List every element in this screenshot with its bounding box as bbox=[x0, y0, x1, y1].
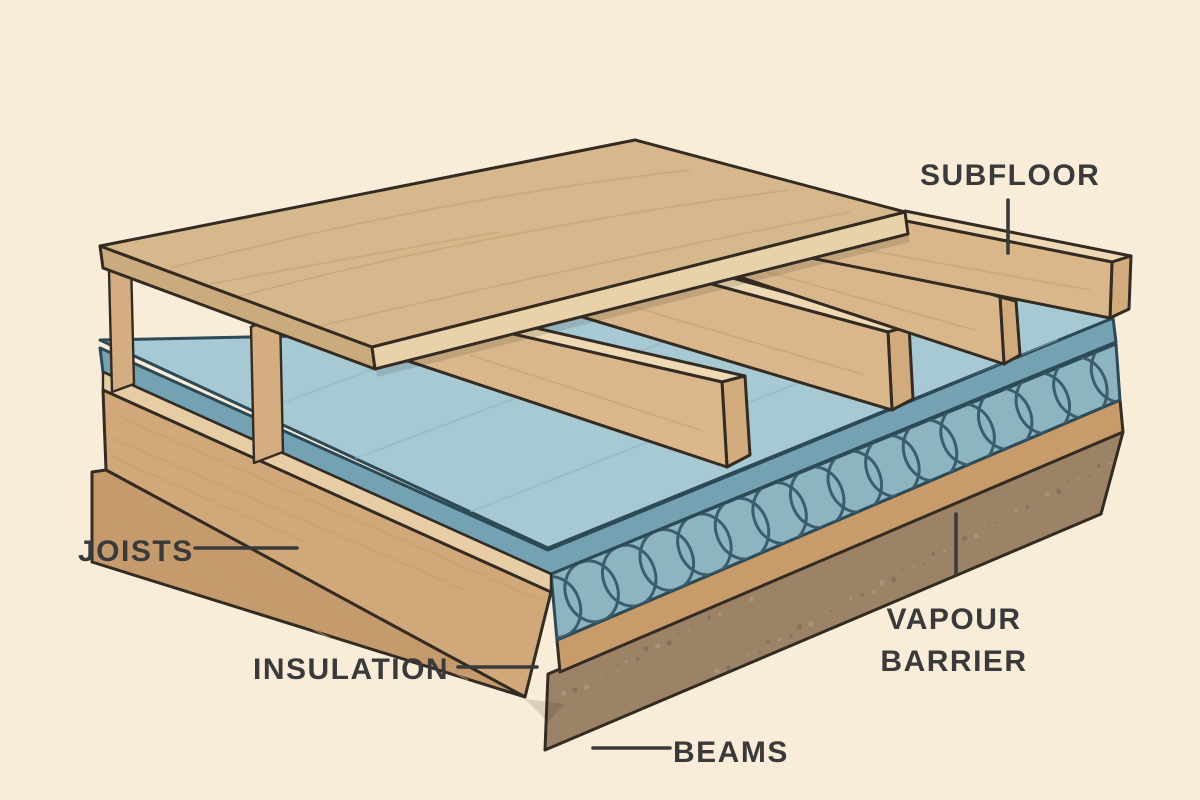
slab-speckle bbox=[572, 687, 578, 693]
slab-speckle bbox=[758, 651, 761, 654]
slab-speckle bbox=[593, 676, 596, 679]
slab-speckle bbox=[829, 609, 832, 613]
slab-speckle bbox=[624, 659, 629, 664]
slab-speckle bbox=[643, 646, 649, 652]
slab-speckle bbox=[1025, 505, 1030, 509]
slab-speckle bbox=[766, 640, 770, 645]
joist-board-1 bbox=[370, 315, 752, 469]
slab-speckle bbox=[900, 568, 904, 571]
slab-speckle bbox=[890, 576, 897, 583]
slab-speckle bbox=[714, 668, 720, 674]
slab-speckle bbox=[706, 615, 711, 620]
slab-speckle bbox=[841, 606, 844, 610]
slab-speckle bbox=[1089, 474, 1092, 477]
slab-speckle bbox=[1056, 488, 1062, 494]
stub2-end-face bbox=[249, 312, 285, 465]
slab-speckle bbox=[725, 665, 731, 671]
slab-speckle bbox=[635, 656, 640, 661]
slab-speckle bbox=[983, 524, 986, 527]
slab-speckle bbox=[1077, 477, 1080, 480]
slab-speckle bbox=[994, 521, 998, 524]
slab-speckle bbox=[583, 684, 590, 690]
label-vapour-barrier-line1: VAPOUR bbox=[886, 603, 1021, 636]
label-joists: JOISTS bbox=[78, 535, 194, 568]
slab-speckle bbox=[1096, 463, 1101, 468]
label-subfloor: SUBFLOOR bbox=[920, 159, 1100, 192]
slab-speckle bbox=[796, 624, 803, 630]
subfloor-top-face bbox=[98, 138, 907, 349]
slab-speckle bbox=[1066, 480, 1069, 483]
insulation-coil bbox=[1089, 344, 1120, 404]
slab-speckle bbox=[942, 549, 947, 554]
label-insulation: INSULATION bbox=[253, 653, 449, 686]
label-vapour-barrier-line2: BARRIER bbox=[880, 645, 1027, 678]
slab-speckle bbox=[687, 629, 691, 632]
label-beams: BEAMS bbox=[673, 736, 789, 769]
slab-speckle bbox=[1108, 460, 1112, 465]
panel-grain-lines bbox=[169, 169, 851, 327]
slab-speckle bbox=[973, 532, 979, 539]
slab-speckle bbox=[654, 643, 661, 649]
slab-speckle bbox=[789, 634, 793, 639]
insulation-coil bbox=[551, 575, 583, 639]
slab-speckle bbox=[749, 596, 755, 602]
slab-speckle bbox=[718, 612, 723, 617]
slab-speckle bbox=[747, 654, 750, 657]
slab-speckle bbox=[860, 593, 865, 598]
slab-speckles bbox=[560, 460, 1112, 696]
slab-speckle bbox=[777, 637, 782, 642]
stub1-end-face bbox=[107, 259, 136, 394]
slab-speckle bbox=[808, 621, 814, 627]
slab-speckle bbox=[1006, 518, 1009, 521]
slab-speckle bbox=[616, 670, 619, 673]
slab-speckle bbox=[1044, 491, 1051, 497]
slab-speckle bbox=[923, 562, 926, 565]
slab-speckle bbox=[848, 596, 853, 601]
slab-speckle bbox=[560, 690, 567, 696]
slab-speckle bbox=[931, 552, 936, 557]
slab-speckle bbox=[1014, 508, 1018, 512]
rim-grain-lines bbox=[109, 414, 541, 681]
slab-speckle bbox=[666, 640, 672, 646]
corner-shadow bbox=[525, 699, 565, 722]
slab-speckle bbox=[912, 565, 915, 568]
rim-joist-assembly bbox=[90, 370, 565, 722]
subfloor-panel bbox=[98, 138, 910, 371]
slab-speckle bbox=[676, 632, 679, 635]
slab-speckle bbox=[879, 579, 885, 586]
slab-speckle bbox=[605, 673, 608, 676]
rim-south-face bbox=[90, 468, 527, 699]
slab-speckle bbox=[871, 590, 876, 595]
slab-speckle bbox=[961, 535, 968, 542]
